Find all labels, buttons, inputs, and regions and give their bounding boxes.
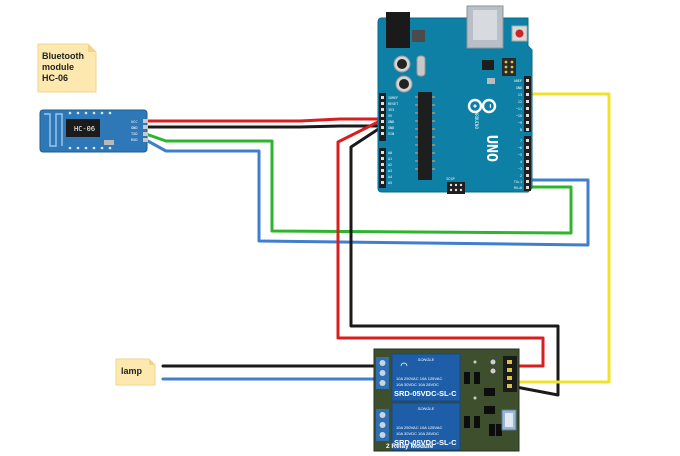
relay-1-model: SRD-05VDC-SL-C: [394, 389, 457, 398]
pin-11: ~11: [516, 107, 522, 111]
bluetooth-note-line-3: HC-06: [42, 73, 68, 83]
pin-8: 8: [520, 128, 522, 132]
icsp-label: ICSP: [446, 177, 455, 181]
pin-a4: A4: [388, 175, 392, 179]
hc06-module: HC-06 VCC GND TXD RXD: [39, 109, 148, 153]
wire-hc06-txd-to-rx: [144, 132, 573, 235]
wire-5v-to-relay-vcc: [336, 119, 545, 368]
relay-module: SONGLE 10A 250VAC 10A 125VAC 10A 30VDC 1…: [373, 348, 520, 452]
pin-9: ~9: [518, 121, 522, 125]
wire-gnd-to-relay-gnd: [349, 126, 560, 397]
relay-2-model: SRD-05VDC-SL-C: [394, 438, 457, 447]
relay-1-brand: SONGLE: [418, 357, 435, 362]
bluetooth-note-line-1: Bluetooth: [42, 51, 84, 61]
pin-12: 12: [518, 100, 522, 104]
relay-1-rating-2: 10A 30VDC 10A 28VDC: [396, 382, 439, 387]
relay-terminal-1: [376, 357, 389, 389]
pin-tx: TX▸1: [514, 180, 522, 184]
pin-reset: RESET: [388, 102, 398, 106]
pin-4: 4: [520, 160, 522, 164]
wire-hc06-rxd-to-tx: [144, 138, 590, 247]
hc06-pin-rxd: RXD: [131, 138, 138, 142]
pin-2: 2: [520, 174, 522, 178]
lamp-note: lamp: [115, 358, 156, 386]
pin-3: ~3: [518, 167, 522, 171]
pin-10: ~10: [516, 114, 522, 118]
relay-module-title: 2 Relay Module: [386, 443, 434, 450]
wire-pin12-to-relay-in: [514, 92, 611, 384]
pin-13: 13: [518, 93, 522, 97]
pin-3v3: 3V3: [388, 108, 394, 112]
pin-a0: A0: [388, 151, 392, 155]
relay-1-rating-1: 10A 250VAC 10A 125VAC: [396, 376, 442, 381]
pin-a5: A5: [388, 181, 392, 185]
pin-6: ~6: [518, 146, 522, 150]
pin-gnd-1: GND: [388, 120, 394, 124]
pin-7: 7: [520, 139, 522, 143]
wires: [144, 92, 611, 397]
relay-1: SONGLE 10A 250VAC 10A 125VAC 10A 30VDC 1…: [391, 353, 461, 402]
pin-rx: RX◂0: [514, 186, 522, 190]
pin-gnd-3: GND: [516, 86, 522, 90]
pin-5v: 5V: [388, 114, 392, 118]
bluetooth-note: Bluetooth module HC-06: [37, 43, 97, 93]
arduino-logo-icon: [467, 98, 497, 114]
hc06-chip-label: HC-06: [74, 125, 95, 133]
wire-hc06-vcc-to-5v: [144, 117, 382, 123]
pin-a1: A1: [388, 157, 392, 161]
pin-5: ~5: [518, 153, 522, 157]
relay-2-rating-2: 10A 30VDC 10A 28VDC: [396, 431, 439, 436]
hc06-pin-txd: TXD: [131, 132, 138, 136]
relay-2-rating-1: 10A 250VAC 10A 125VAC: [396, 425, 442, 430]
wire-hc06-gnd-to-gnd: [144, 124, 382, 129]
pin-gnd-2: GND: [388, 126, 394, 130]
relay-terminal-2: [376, 409, 389, 441]
hc06-pin-vcc: VCC: [131, 120, 138, 124]
hc06-pin-gnd: GND: [131, 126, 138, 130]
pin-aref: AREF: [514, 79, 522, 83]
arduino-uno: IOREF RESET 3V3 5V GND GND VIN A0 A1 A2 …: [377, 5, 533, 194]
lamp-note-label: lamp: [121, 366, 143, 376]
relay-2: SONGLE 10A 250VAC 10A 125VAC 10A 30VDC 1…: [391, 402, 461, 451]
bluetooth-note-line-2: module: [42, 62, 74, 72]
pin-a2: A2: [388, 163, 392, 167]
pin-ioref: IOREF: [388, 96, 398, 100]
pin-a3: A3: [388, 169, 392, 173]
relay-2-brand: SONGLE: [418, 406, 435, 411]
arduino-brand-label: ARDUINO: [474, 112, 479, 129]
arduino-uno-label: UNO: [483, 135, 501, 162]
pin-vin: VIN: [388, 132, 394, 136]
